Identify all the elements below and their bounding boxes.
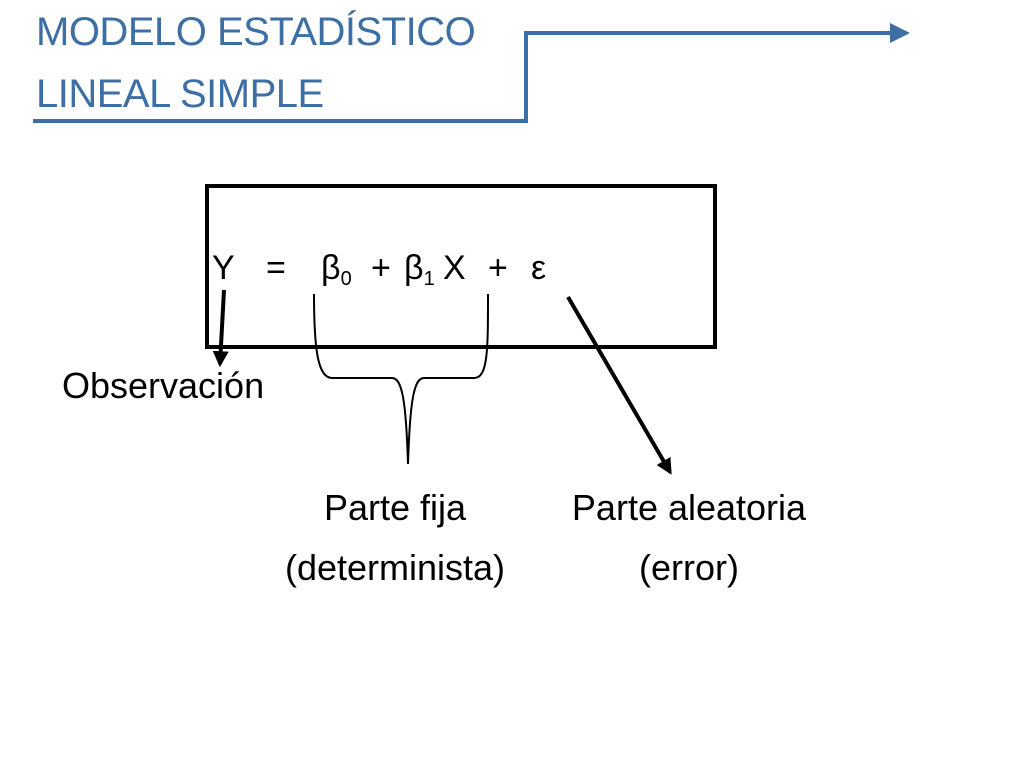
slide-title-line-2: LINEAL SIMPLE: [36, 72, 324, 116]
fixed-part-label-line-1: Parte fija: [323, 487, 467, 528]
formula-box: [205, 184, 717, 349]
observation-label: Observación: [62, 365, 265, 406]
fixed-part-brace: [313, 293, 489, 465]
random-part-label-line-2: (error): [639, 547, 739, 588]
equation-equals: =: [266, 249, 286, 287]
equation-plus-1: +: [371, 249, 391, 287]
title-accent-line: [33, 23, 910, 123]
equation-plus-2: +: [488, 249, 508, 287]
equation-beta1-symbol: β: [404, 249, 424, 287]
slide-title-line-1: MODELO ESTADÍSTICO: [36, 10, 476, 54]
equation-y: Y: [212, 249, 235, 287]
fixed-part-label-line-2: (determinista): [284, 547, 506, 588]
equation-beta0: β0: [321, 248, 352, 290]
equation-epsilon: ε: [531, 249, 547, 287]
equation-beta1-subscript: 1: [423, 268, 435, 290]
observation-arrow: [212, 289, 229, 368]
random-part-label-line-1: Parte aleatoria: [571, 487, 807, 528]
equation-x: X: [443, 249, 466, 287]
equation-beta1: β1: [404, 248, 435, 290]
equation-beta0-subscript: 0: [340, 268, 352, 290]
equation-beta0-symbol: β: [321, 249, 341, 287]
random-part-arrow: [566, 295, 672, 475]
